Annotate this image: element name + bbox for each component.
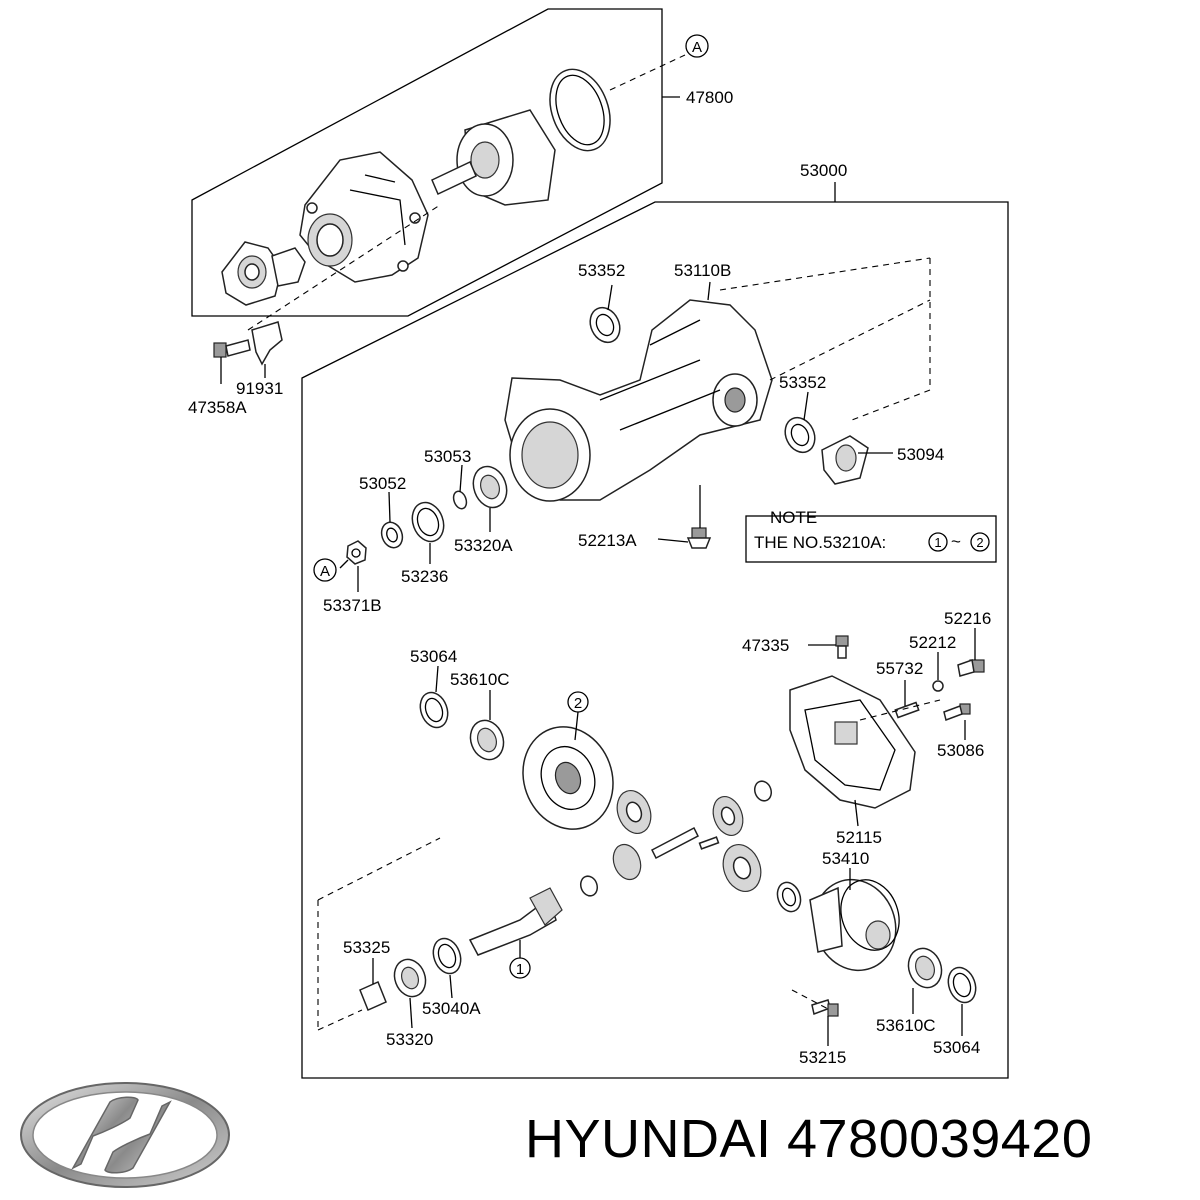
svg-text:1: 1	[934, 535, 941, 550]
assembly-53000-frame	[301, 201, 1009, 1079]
label-53110B: 53110B	[674, 261, 731, 280]
note-circle-2	[970, 532, 990, 552]
label-52115: 52115	[836, 828, 882, 847]
cone-53325-part	[359, 980, 387, 1012]
drive-pinion-part	[468, 887, 563, 956]
bracket-91931-part	[251, 321, 283, 366]
label-53352-side: 53352	[779, 373, 826, 392]
label-53320A: 53320A	[454, 536, 513, 555]
note-circle-1	[928, 532, 948, 552]
callout-a-top	[685, 34, 709, 58]
breather-47335-part	[835, 635, 849, 659]
assembly-47800-frame	[191, 8, 663, 317]
label-53000: 53000	[800, 161, 847, 180]
washer-52212-part	[932, 680, 944, 692]
callout-a-left	[313, 558, 337, 582]
shim-right-part	[776, 881, 802, 913]
label-53053: 53053	[424, 447, 471, 466]
diff-case-part	[809, 878, 900, 972]
hyundai-logo	[20, 1082, 230, 1188]
shim-53064-right-part	[947, 966, 977, 1004]
label-53215: 53215	[799, 1048, 846, 1067]
thrust-washer-part	[753, 780, 773, 802]
label-53371B: 53371B	[323, 596, 382, 615]
callout-2	[567, 691, 589, 713]
label-53064-left: 53064	[410, 647, 457, 666]
side-gear-left-part	[616, 790, 652, 834]
pin-55732-part	[894, 701, 920, 719]
nut-53371B-part	[346, 540, 367, 565]
svg-text:A: A	[320, 563, 330, 580]
diff-carrier-part	[299, 151, 429, 283]
svg-text:1: 1	[516, 961, 524, 978]
label-47800: 47800	[686, 88, 733, 107]
label-53086: 53086	[937, 741, 984, 760]
rear-cover-52115-part	[789, 675, 916, 809]
pinion-gear-left-part	[612, 843, 642, 881]
label-47335: 47335	[742, 636, 789, 655]
pinion-cylinder-part	[431, 68, 611, 206]
lock-pin-part	[698, 836, 720, 850]
bolt-52216-part	[957, 658, 985, 677]
brand-part-number: HYUNDAI 4780039420	[525, 1109, 1093, 1169]
label-52216: 52216	[944, 609, 991, 628]
label-53610C-right: 53610C	[876, 1016, 936, 1035]
bearing-53320A-part	[472, 465, 508, 509]
pinion-shaft-part	[651, 826, 699, 860]
oil-seal-53352-top-part	[589, 306, 621, 344]
collar-53052-part	[380, 521, 404, 549]
label-53040A: 53040A	[422, 999, 481, 1018]
svg-text:2: 2	[976, 535, 983, 550]
label-91931: 91931	[236, 379, 283, 398]
note-tilde: ~	[951, 532, 961, 551]
label-53052: 53052	[359, 474, 406, 493]
drain-plug-52213A-part	[686, 527, 712, 549]
ring-gear-part	[522, 726, 614, 830]
bearing-53320-part	[393, 958, 427, 998]
label-53352-top: 53352	[578, 261, 625, 280]
bearing-53610C-right-part	[907, 947, 943, 989]
svg-text:A: A	[692, 39, 702, 56]
bolt-53215-part	[811, 999, 839, 1017]
label-53610C-left: 53610C	[450, 670, 510, 689]
washer-left-part	[579, 875, 599, 897]
bearing-53610C-left-part	[469, 719, 505, 761]
label-53094: 53094	[897, 445, 944, 464]
note-box	[745, 515, 997, 563]
label-52212: 52212	[909, 633, 956, 652]
seal-53236-part	[411, 501, 445, 543]
label-53064-right: 53064	[933, 1038, 980, 1057]
note-title: NOTE	[770, 508, 817, 527]
seal-53040A-part	[432, 937, 462, 975]
spacer-53053-part	[452, 490, 468, 510]
svg-text:2: 2	[574, 695, 582, 712]
callout-1	[509, 957, 531, 979]
oil-seal-53352-side-part	[784, 416, 816, 454]
side-gear-right-part	[712, 796, 744, 836]
label-47358A: 47358A	[188, 398, 247, 417]
axle-housing-part	[504, 299, 773, 502]
label-53325: 53325	[343, 938, 390, 957]
label-52213A: 52213A	[578, 531, 637, 550]
label-53410: 53410	[822, 849, 869, 868]
shim-53064-left-part	[419, 691, 449, 729]
label-55732: 55732	[876, 659, 923, 678]
label-53320: 53320	[386, 1030, 433, 1049]
pinion-gear-right-part	[722, 844, 762, 892]
label-53236: 53236	[401, 567, 448, 586]
bolt-47358A-part	[213, 339, 251, 358]
companion-flange-part	[221, 241, 306, 306]
retainer-53094-part	[821, 435, 869, 485]
bolt-53086-part	[943, 703, 971, 721]
note-text: THE NO.53210A:	[754, 533, 886, 552]
